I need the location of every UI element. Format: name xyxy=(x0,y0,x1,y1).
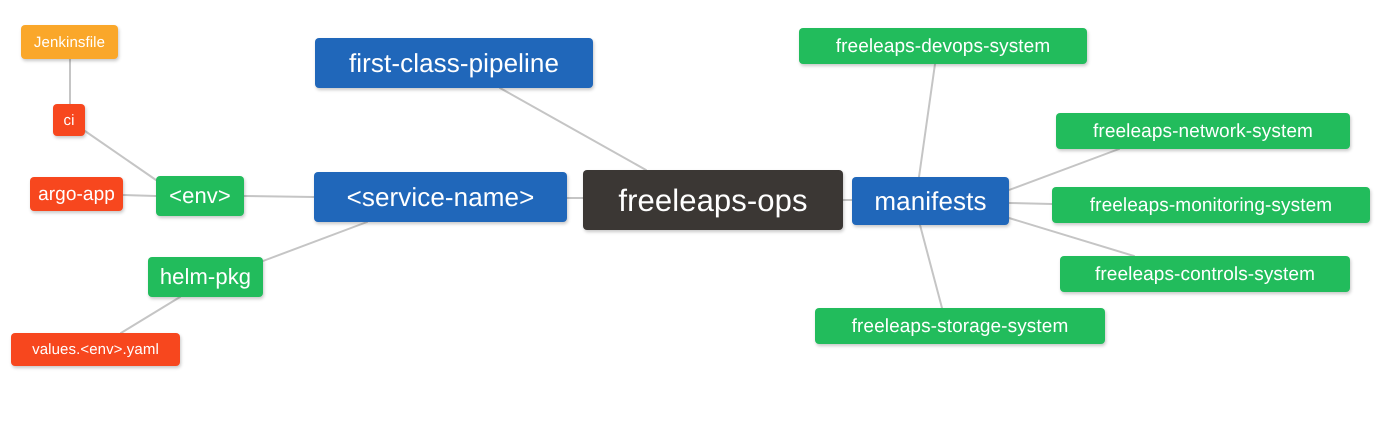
edge-env-to-service-name xyxy=(243,195,315,198)
node-label: first-class-pipeline xyxy=(348,48,560,78)
node-label: freeleaps-storage-system xyxy=(851,315,1069,337)
node-network-system[interactable]: freeleaps-network-system xyxy=(1056,113,1350,149)
edge-manifests-to-network-system xyxy=(1008,148,1120,191)
node-freeleaps-ops[interactable]: freeleaps-ops xyxy=(583,170,843,230)
node-label: freeleaps-monitoring-system xyxy=(1089,194,1333,216)
node-label: freeleaps-devops-system xyxy=(835,35,1051,57)
node-label: helm-pkg xyxy=(159,264,252,289)
node-monitoring-system[interactable]: freeleaps-monitoring-system xyxy=(1052,187,1370,223)
node-label: freeleaps-ops xyxy=(618,182,808,218)
edge-manifests-to-devops-system xyxy=(918,63,936,178)
node-label: freeleaps-network-system xyxy=(1093,120,1313,142)
edge-manifests-to-controls-system xyxy=(1008,217,1135,257)
node-label: <service-name> xyxy=(346,182,535,212)
node-label: freeleaps-controls-system xyxy=(1094,263,1316,285)
edge-service-name-to-helm-pkg xyxy=(262,221,368,262)
node-devops-system[interactable]: freeleaps-devops-system xyxy=(799,28,1087,64)
edge-ci-to-env xyxy=(84,130,157,181)
edge-manifests-to-storage-system xyxy=(919,224,943,309)
node-values-yaml[interactable]: values.<env>.yaml xyxy=(11,333,180,366)
edge-helm-pkg-to-values-yaml xyxy=(120,296,181,334)
node-service-name[interactable]: <service-name> xyxy=(314,172,567,222)
node-argo-app[interactable]: argo-app xyxy=(30,177,123,211)
node-manifests[interactable]: manifests xyxy=(852,177,1009,225)
edge-manifests-to-monitoring-system xyxy=(1008,202,1053,205)
edge-first-class-pipeline-to-freeleaps-ops xyxy=(499,87,647,171)
node-label: Jenkinsfile xyxy=(33,33,106,51)
node-jenkinsfile[interactable]: Jenkinsfile xyxy=(21,25,118,59)
node-helm-pkg[interactable]: helm-pkg xyxy=(148,257,263,297)
node-label: ci xyxy=(63,111,75,129)
node-first-class-pipeline[interactable]: first-class-pipeline xyxy=(315,38,593,88)
node-controls-system[interactable]: freeleaps-controls-system xyxy=(1060,256,1350,292)
node-storage-system[interactable]: freeleaps-storage-system xyxy=(815,308,1105,344)
node-label: argo-app xyxy=(38,183,115,205)
node-label: <env> xyxy=(169,183,231,208)
node-env[interactable]: <env> xyxy=(156,176,244,216)
node-label: values.<env>.yaml xyxy=(32,341,159,358)
node-ci[interactable]: ci xyxy=(53,104,85,136)
node-label: manifests xyxy=(874,186,987,216)
edge-argo-app-to-env xyxy=(122,194,157,197)
